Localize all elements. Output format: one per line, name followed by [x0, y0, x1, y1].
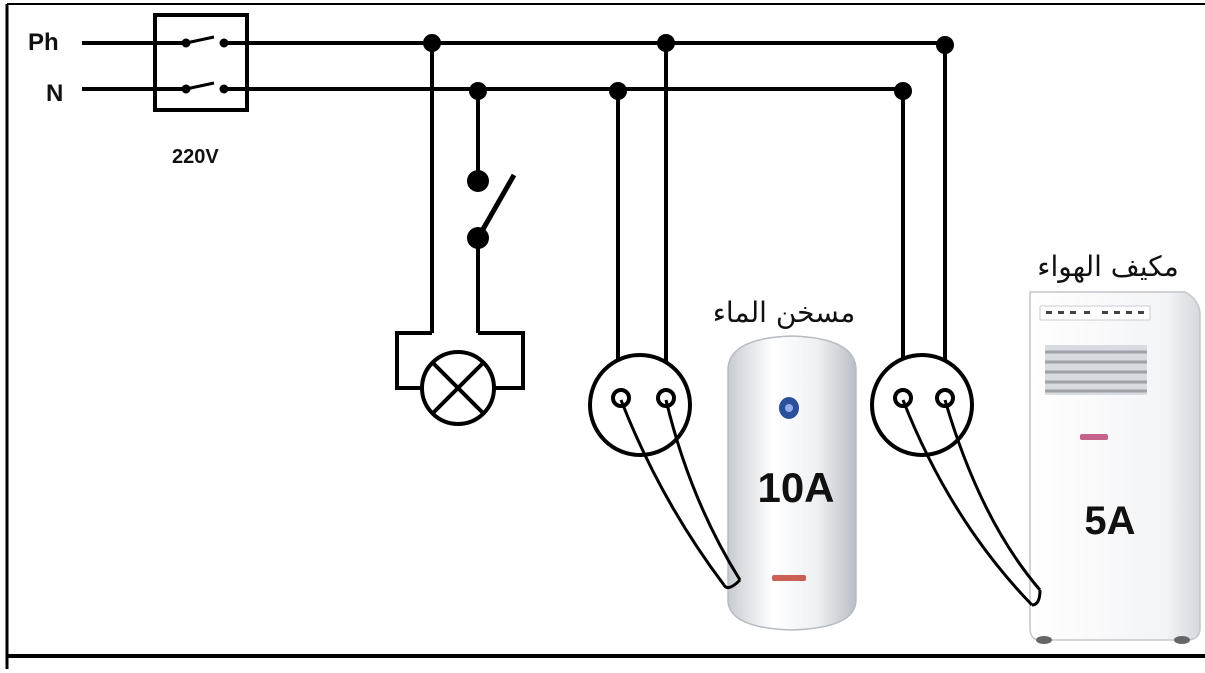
air-conditioner: 5A	[1029, 291, 1201, 644]
lamp-circuit	[395, 43, 525, 390]
diagram-frame	[5, 3, 1205, 669]
neutral-label: N	[46, 80, 63, 107]
heater-brand-logo	[772, 575, 806, 581]
ac-plug-cord	[901, 399, 1042, 607]
ac-control-panel	[1039, 305, 1151, 321]
water-heater: 10A	[727, 335, 857, 631]
supply-wires	[82, 41, 945, 91]
main-breaker	[153, 13, 249, 112]
junction-dots	[423, 34, 954, 100]
ac-vent	[1045, 345, 1147, 395]
ac-brand-logo	[1080, 434, 1108, 440]
water-heater-label: مسخن الماء	[713, 296, 855, 329]
lamp-symbol	[420, 350, 496, 426]
heater-plug-cord	[619, 399, 742, 590]
socket-water-heater	[588, 43, 692, 457]
light-switch	[467, 170, 517, 249]
phase-label: Ph	[28, 29, 59, 56]
socket-air-conditioner	[870, 45, 974, 457]
air-conditioner-label: مكيف الهواء	[1037, 250, 1178, 283]
air-conditioner-current: 5A	[1084, 499, 1135, 543]
voltage-label: 220V	[172, 146, 219, 168]
water-heater-current: 10A	[757, 464, 834, 511]
